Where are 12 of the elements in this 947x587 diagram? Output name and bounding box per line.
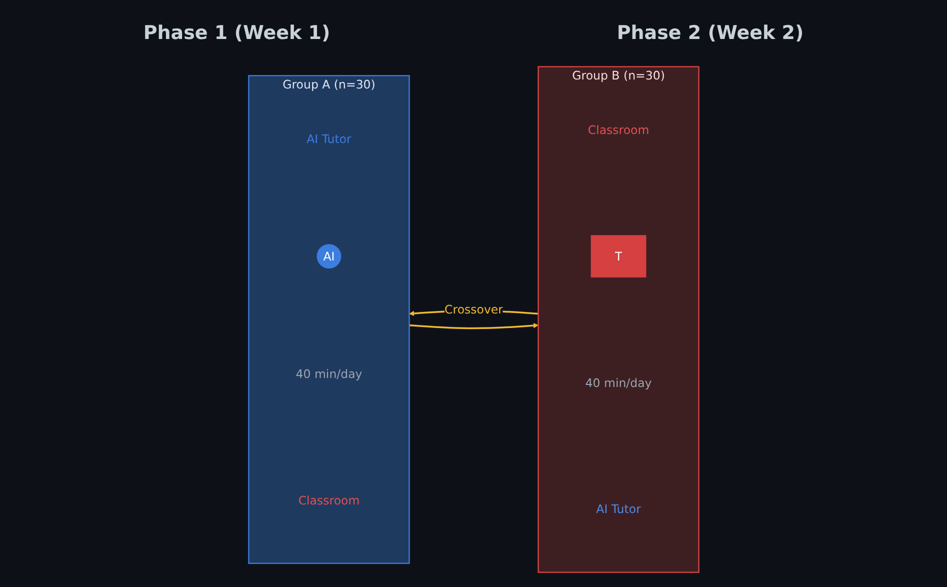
group-text: 40 min/day <box>296 366 362 383</box>
phase-heading: Phase 1 (Week 1) <box>143 22 330 46</box>
group-heading: Group A (n=30) <box>282 76 376 94</box>
group-heading: Group B (n=30) <box>572 67 665 84</box>
group-text: Classroom <box>588 122 649 139</box>
group-text: AI Tutor <box>596 501 641 518</box>
group-text: AI Tutor <box>306 130 352 148</box>
group-text: Classroom <box>298 492 360 509</box>
node-label: AI <box>322 248 334 266</box>
phase-heading: Phase 2 (Week 2) <box>616 22 804 46</box>
node-label: T <box>614 248 622 266</box>
group-text: 40 min/day <box>585 374 652 392</box>
